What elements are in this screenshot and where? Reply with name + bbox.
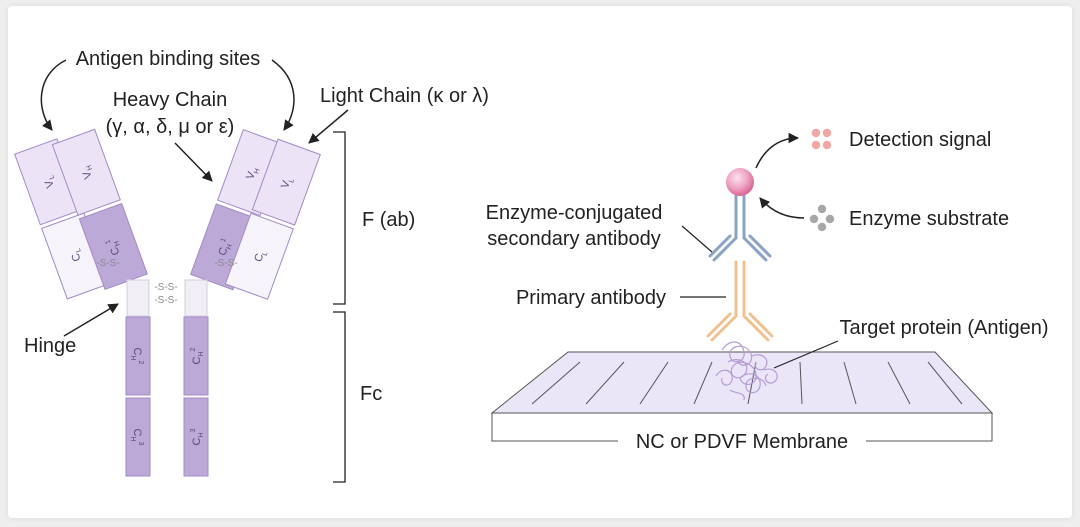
right-vh-label: V — [244, 169, 258, 181]
left-ch3-domain — [125, 397, 151, 477]
left-heavy-arm: VH CH1 — [51, 128, 148, 291]
left-vh-domain — [51, 128, 121, 216]
binding-site-arrow-left — [40, 59, 67, 131]
right-cl-sub: L — [262, 251, 270, 257]
enzyme-conjugate — [726, 168, 754, 196]
svg-text:CL: CL — [252, 248, 269, 264]
right-ch2-sup: 2 — [190, 347, 197, 351]
secondary-leader-line — [681, 225, 713, 253]
secondary-antibody-label-line2: secondary antibody — [487, 228, 660, 250]
antibody-structure: VL CL VH CH1 VH CH1 — [14, 128, 321, 477]
right-ch1-sub: H — [226, 244, 234, 251]
binding-site-arrow-right — [271, 59, 295, 131]
svg-text:VL: VL — [279, 175, 296, 190]
right-cl-label: C — [252, 252, 266, 264]
svg-text:VH: VH — [79, 164, 96, 180]
left-ch3-sup: 3 — [137, 442, 144, 446]
left-ch1-sub: H — [113, 240, 121, 247]
left-ch2-label: C — [131, 348, 143, 356]
membrane-label: NC or PDVF Membrane — [636, 431, 848, 453]
right-ch3-label: C — [191, 437, 203, 445]
right-ch1-sup: 1 — [220, 237, 228, 243]
right-ch3-domain — [183, 397, 209, 477]
left-ch3-sub: H — [129, 436, 136, 441]
light-chain-label: Light Chain (κ or λ) — [320, 85, 489, 107]
fab-label: F (ab) — [362, 209, 415, 231]
right-vl-label: V — [279, 178, 293, 190]
left-cl-label: C — [70, 251, 84, 263]
target-leader-line — [773, 340, 839, 369]
right-ch2-label: C — [191, 356, 203, 364]
detection-signal-label: Detection signal — [849, 129, 991, 151]
enzyme-substrate-icon — [809, 204, 835, 232]
heavy-chain-types-label: (γ, α, δ, μ or ε) — [106, 116, 235, 138]
light-chain-arrow — [308, 109, 349, 144]
right-vl-domain — [251, 138, 321, 226]
left-ch2-sub: H — [129, 355, 136, 360]
signal-arrow — [755, 132, 800, 169]
right-ch2-sub: H — [198, 351, 205, 356]
detection-signal-icon — [811, 128, 832, 150]
target-protein — [715, 341, 778, 401]
membrane-label-bg — [618, 428, 866, 454]
fc-label: Fc — [360, 383, 382, 405]
western-blot-diagram: NC or PDVF Membrane — [486, 128, 1049, 454]
left-ch2-sup: 2 — [137, 361, 144, 365]
right-ch1-label: C — [216, 246, 230, 258]
left-vl-sub: L — [48, 174, 56, 180]
left-ch3-label: C — [131, 429, 143, 437]
left-chain-disulfide: -S-S- — [96, 258, 119, 269]
svg-text:CH1: CH1 — [104, 236, 124, 257]
left-hinge — [126, 279, 150, 317]
secondary-antibody-label-line1: Enzyme-conjugated — [486, 202, 663, 224]
left-ch2-domain — [125, 316, 151, 396]
left-vh-sub: H — [86, 164, 94, 171]
svg-text:CH3: CH3 — [129, 429, 144, 446]
right-light-chain: VL CL — [224, 138, 321, 300]
left-ch1-label: C — [108, 245, 122, 257]
right-chain-disulfide: -S-S- — [214, 258, 237, 269]
enzyme-substrate-label: Enzyme substrate — [849, 208, 1009, 230]
left-vh-label: V — [81, 169, 95, 181]
left-ch1-domain — [78, 202, 148, 291]
right-ch3-sub: H — [198, 432, 205, 437]
hinge-label: Hinge — [24, 335, 76, 357]
primary-antibody — [706, 260, 774, 342]
hinge-disulfide-bottom: -S-S- — [154, 295, 177, 306]
substrate-arrow — [759, 197, 805, 219]
right-heavy-arm: VH CH1 — [190, 129, 287, 291]
svg-text:CH1: CH1 — [215, 237, 235, 258]
fc-brace — [333, 311, 346, 483]
right-ch2-domain — [183, 316, 209, 396]
left-vl-label: V — [43, 178, 57, 190]
primary-antibody-label: Primary antibody — [516, 287, 666, 309]
hinge-disulfide-top: -S-S- — [154, 282, 177, 293]
heavy-chain-arrow — [174, 142, 213, 182]
svg-text:CH3: CH3 — [190, 428, 205, 445]
right-vl-sub: L — [288, 178, 296, 184]
svg-text:CH2: CH2 — [129, 348, 144, 365]
target-protein-label: Target protein (Antigen) — [839, 317, 1048, 339]
right-ch3-sup: 3 — [190, 428, 197, 432]
svg-text:VL: VL — [42, 174, 59, 189]
secondary-antibody — [708, 190, 772, 262]
antigen-binding-sites-label: Antigen binding sites — [76, 48, 261, 70]
svg-text:VH: VH — [244, 165, 261, 181]
right-vh-sub: H — [253, 168, 261, 175]
right-cl-domain — [224, 212, 294, 300]
svg-text:CL: CL — [68, 247, 85, 263]
svg-text:CH2: CH2 — [190, 347, 205, 364]
hinge-arrow — [63, 303, 119, 337]
fab-brace — [333, 131, 346, 305]
heavy-chain-label: Heavy Chain — [113, 89, 228, 111]
left-ch1-sup: 1 — [104, 239, 112, 245]
left-cl-sub: L — [75, 247, 83, 253]
right-hinge — [184, 279, 208, 317]
